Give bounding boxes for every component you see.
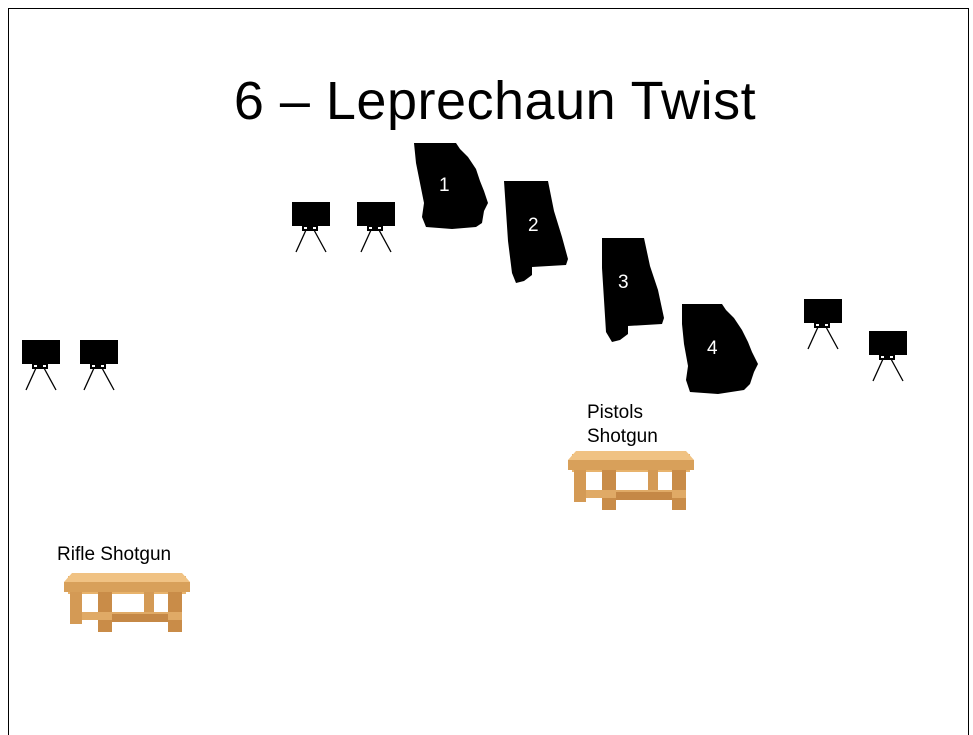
plate-stand-icon [869, 331, 908, 382]
table-label: Shotgun [587, 426, 658, 447]
slide-frame [8, 8, 969, 735]
table-label: Rifle Shotgun [57, 544, 172, 565]
plate-stand-icon [80, 340, 119, 391]
plate-stand-icon [22, 340, 61, 391]
plate-stand-icon [292, 202, 331, 253]
target-number: 2 [528, 215, 539, 236]
target-4: 4 [682, 304, 758, 394]
table-icon [568, 448, 694, 512]
table-label: Pistols [587, 402, 643, 423]
table-icon [64, 570, 190, 634]
target-number: 3 [618, 272, 629, 293]
target-1: 1 [414, 143, 488, 229]
target-3: 3 [602, 238, 664, 342]
plate-stand-icon [804, 299, 843, 350]
target-number: 1 [439, 175, 450, 196]
page-title: 6 – Leprechaun Twist [233, 71, 757, 131]
plate-stand-icon [357, 202, 396, 253]
target-number: 4 [707, 338, 718, 359]
target-2: 2 [504, 181, 568, 283]
